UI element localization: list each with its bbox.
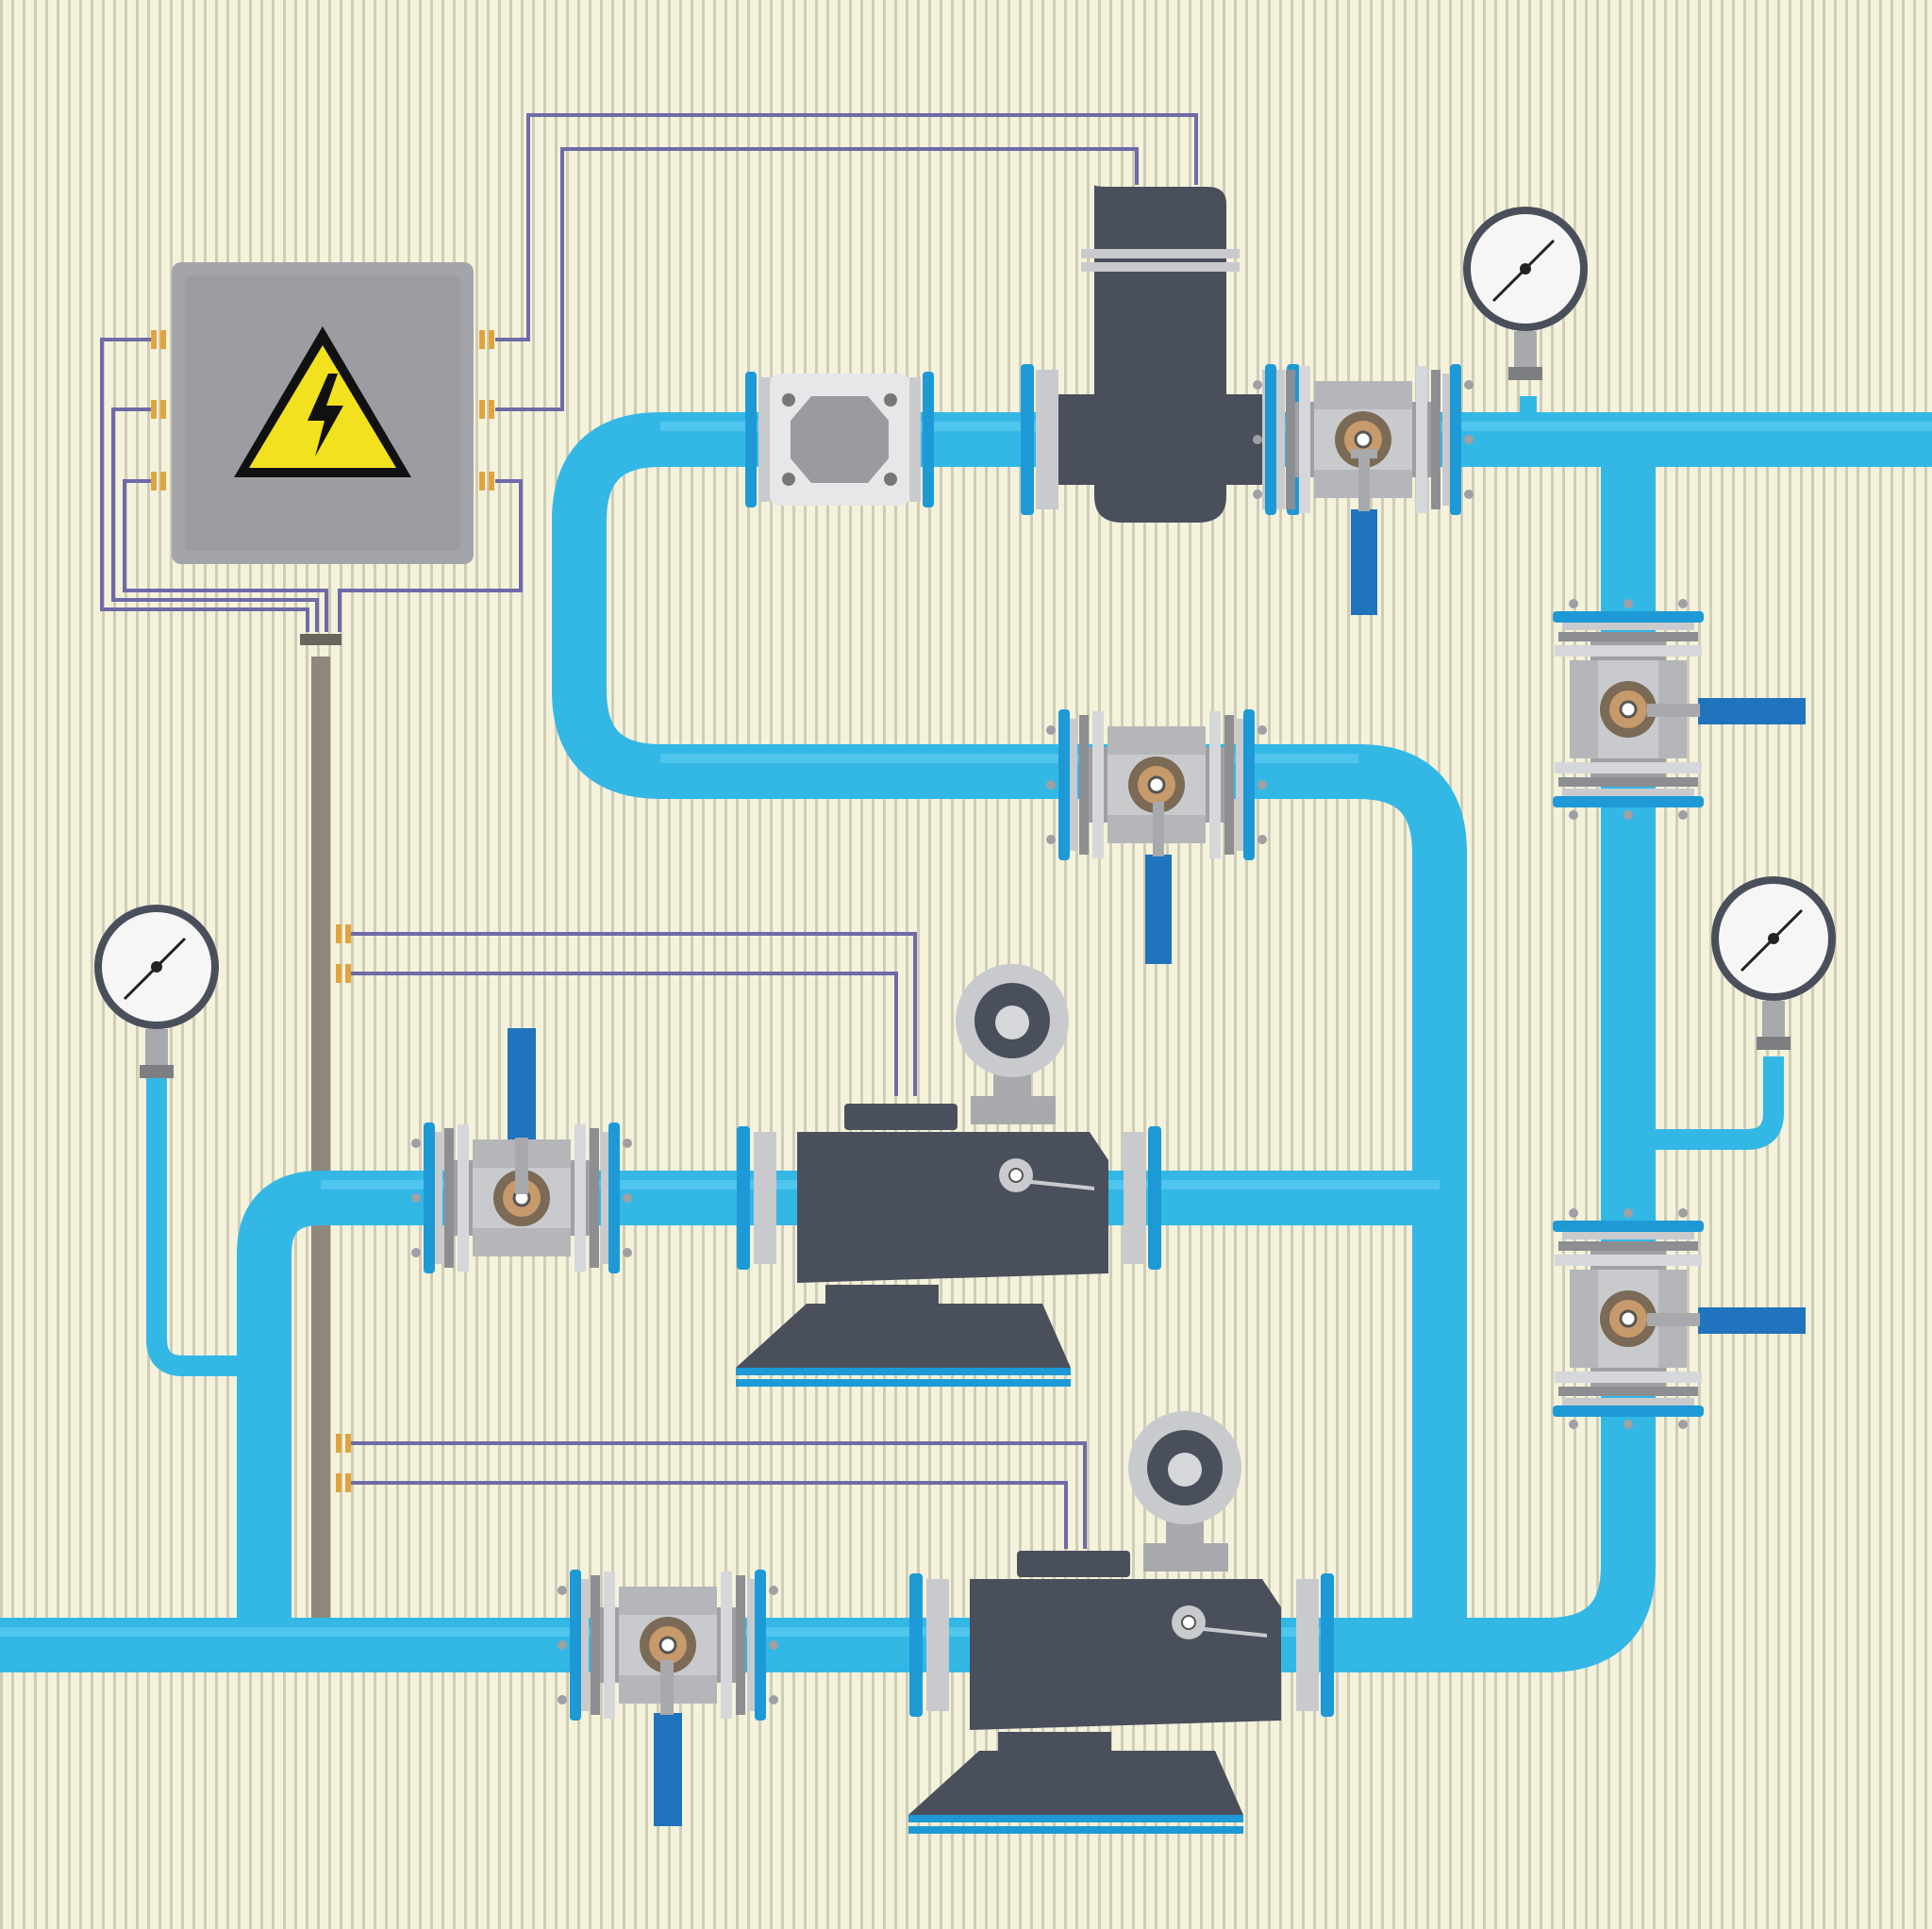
cable-conduit — [311, 657, 330, 1619]
ball-valve-top-handle — [1351, 449, 1377, 458]
high-voltage-warning-icon — [234, 326, 411, 477]
ball-valve-middle-handle — [1145, 855, 1172, 964]
cabinet-terminals — [151, 330, 494, 1492]
pressure-regulator-upper — [736, 964, 1161, 1387]
control-cabinet — [151, 262, 494, 1492]
ball-valve-bottom-handle — [654, 1713, 682, 1826]
signal-wires — [100, 113, 1198, 1549]
strainer — [745, 372, 934, 507]
ball-valve-vertical-upper-handle — [1698, 698, 1806, 724]
pressure-gauge-left — [92, 903, 221, 1078]
pressure-regulator-lower — [908, 1411, 1334, 1834]
pressure-gauge-right — [1709, 874, 1838, 1050]
ball-valve-vertical-lower-handle — [1698, 1307, 1806, 1334]
ball-valve-left-handle — [508, 1028, 536, 1139]
pressure-gauge-top — [1461, 205, 1590, 380]
